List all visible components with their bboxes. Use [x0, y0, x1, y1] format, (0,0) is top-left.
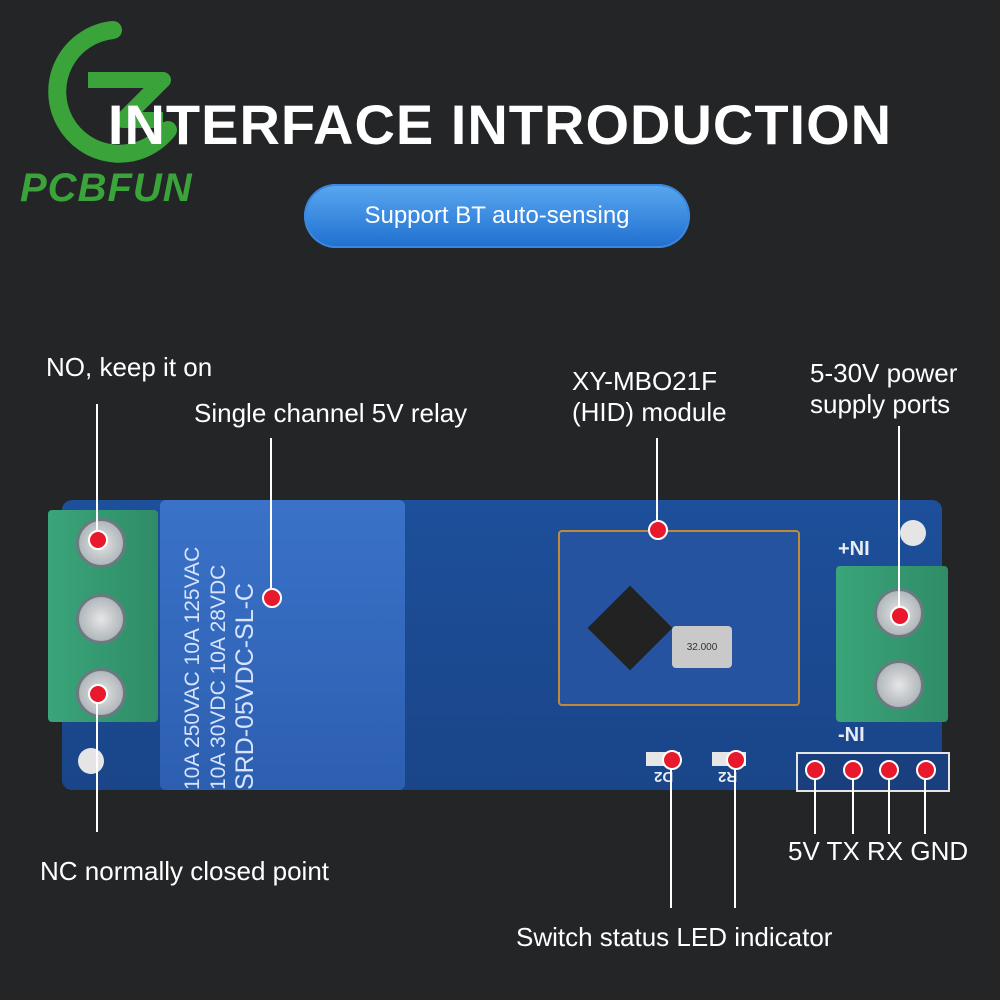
label-module-line2: (HID) module	[572, 397, 727, 427]
callout-line-led-d2	[670, 762, 672, 908]
page-title: INTERFACE INTRODUCTION	[107, 93, 893, 156]
label-pins: 5V TX RX GND	[788, 836, 969, 866]
callout-line-tx	[852, 772, 854, 834]
marker-no	[88, 530, 108, 550]
callout-line-module	[656, 438, 658, 530]
marker-pin-tx	[843, 760, 863, 780]
marker-power	[890, 606, 910, 626]
relay-print-line1: 10A 250VAC 10A 125VAC	[181, 546, 204, 790]
callout-line-rx	[888, 772, 890, 834]
label-power: 5-30V power supply ports	[810, 358, 957, 420]
relay-print-line2: 10A 30VDC 10A 28VDC	[207, 564, 230, 790]
label-module-line1: XY-MBO21F	[572, 366, 717, 396]
marker-pin-5v	[805, 760, 825, 780]
callout-line-5v	[814, 772, 816, 834]
label-module: XY-MBO21F (HID) module	[572, 366, 727, 428]
mount-hole-bottom-left	[78, 748, 104, 774]
relay-print-line3: SRD-05VDC-SL-C	[231, 583, 259, 790]
terminal-screw-com	[76, 594, 126, 644]
power-screw-minus	[874, 660, 924, 710]
callout-line-no	[96, 404, 98, 540]
marker-relay	[262, 588, 282, 608]
logo-text: PCBFUN	[20, 166, 193, 210]
silk-minus-in: -NI	[838, 724, 865, 746]
label-led: Switch status LED indicator	[516, 922, 833, 952]
label-power-line2: supply ports	[810, 389, 951, 419]
bt-module	[558, 530, 800, 706]
mount-hole-top-right	[900, 520, 926, 546]
marker-nc	[88, 684, 108, 704]
relay-print: 10A 250VAC 10A 125VAC 10A 30VDC 10A 28VD…	[180, 500, 259, 790]
marker-module	[648, 520, 668, 540]
callout-line-nc	[96, 694, 98, 832]
callout-line-led-r2	[734, 762, 736, 908]
feature-pill: Support BT auto-sensing	[304, 184, 690, 248]
marker-led-d2	[662, 750, 682, 770]
silk-plus-in: +NI	[838, 538, 870, 560]
marker-pin-rx	[879, 760, 899, 780]
crystal-label: 32.000	[686, 641, 718, 653]
relay-component	[160, 500, 405, 790]
label-relay: Single channel 5V relay	[194, 398, 468, 428]
callout-line-relay	[270, 438, 272, 598]
callout-line-gnd	[924, 772, 926, 834]
label-nc: NC normally closed point	[40, 856, 330, 886]
marker-pin-gnd	[916, 760, 936, 780]
crystal-oscillator: 32.000	[672, 626, 732, 668]
feature-pill-label: Support BT auto-sensing	[364, 202, 630, 229]
label-power-line1: 5-30V power	[810, 358, 958, 388]
callout-line-power	[898, 426, 900, 618]
marker-led-r2	[726, 750, 746, 770]
label-no: NO, keep it on	[46, 352, 213, 382]
pcbfun-logo-icon	[48, 21, 177, 163]
